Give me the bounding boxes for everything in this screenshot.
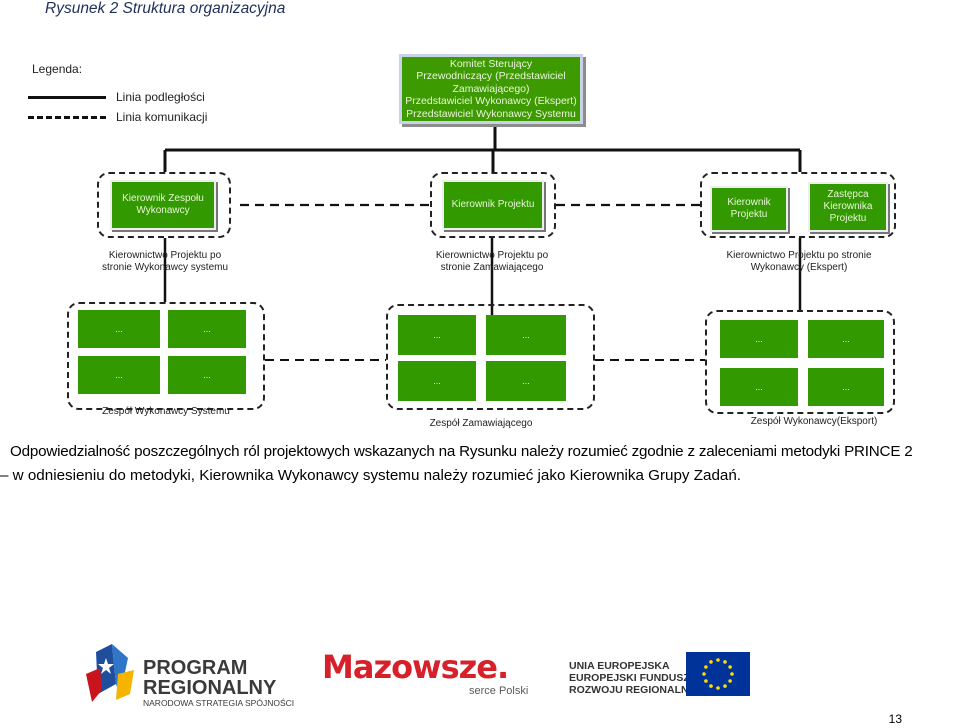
body-paragraph-line-1: Odpowiedzialność poszczególnych ról proj… (10, 443, 913, 460)
team-center-cell: ... (486, 315, 566, 355)
legend-dashed-label: Linia komunikacji (116, 110, 208, 124)
committee-line-3: Zamawiającego) (452, 82, 530, 95)
legend-solid-line (28, 96, 106, 99)
frame-left-team (67, 302, 265, 410)
eu-logo-line-2: EUROPEJSKI FUNDUSZ (569, 672, 690, 684)
figure-title: Rysunek 2 Struktura organizacyjna (45, 0, 286, 17)
eu-star-icon (723, 684, 727, 688)
eu-star-icon (709, 660, 713, 664)
eu-logo-line-3: ROZWOJU REGIONALNEGO (569, 684, 712, 696)
caption-left-team: Zespół Wykonawcy Systemu (102, 406, 230, 417)
committee-line-2: Przewodniczący (Przedstawiciel (416, 70, 566, 83)
committee-line-1: Komitet Sterujący (449, 57, 533, 70)
legend-heading: Legenda: (32, 62, 83, 76)
eu-star-icon (716, 658, 720, 662)
eu-star-icon (730, 672, 734, 676)
frame-right-management (700, 172, 896, 238)
team-right-cell: ... (720, 368, 798, 406)
eu-star-icon (716, 686, 720, 690)
team-center-cell: ... (486, 361, 566, 401)
program-logo-line-2: REGIONALNY (143, 677, 277, 699)
team-right-cell: ... (720, 320, 798, 358)
frame-right-team (705, 310, 895, 414)
team-left-cell: ... (78, 310, 160, 348)
team-center-cell: ... (398, 315, 476, 355)
steering-committee-box: Komitet Sterujący Przewodniczący (Przeds… (399, 54, 583, 124)
caption-left-management: Kierownictwo Projektu po stronie Wykonaw… (101, 250, 229, 273)
team-center-cell: ... (398, 361, 476, 401)
mazowsze-logo-name: Mazowsze. (322, 648, 509, 686)
mazowsze-logo-tagline: serce Polski (469, 685, 529, 697)
frame-left-management (97, 172, 231, 238)
manager-right-a-box: Kierownik Projektu (710, 186, 788, 232)
committee-line-5: Przedstawiciel Wykonawcy Systemu (406, 107, 576, 120)
caption-right-team: Zespół Wykonawcy(Eksport) (750, 416, 878, 427)
caption-right-management: Kierownictwo Projektu po stronie Wykonaw… (726, 250, 872, 273)
page-number: 13 (888, 712, 902, 726)
eu-star-icon (704, 679, 708, 683)
team-right-cell: ... (808, 368, 884, 406)
legend-dashed-line (28, 116, 106, 119)
program-logo-line-3: NARODOWA STRATEGIA SPÓJNOŚCI (143, 698, 295, 708)
team-left-cell: ... (168, 356, 246, 394)
eu-star-icon (723, 660, 727, 664)
eu-logo-line-1: UNIA EUROPEJSKA (569, 660, 670, 672)
program-regionalny-logo-mark (86, 644, 134, 702)
caption-center-management: Kierownictwo Projektu po stronie Zamawia… (435, 250, 549, 273)
eu-star-icon (704, 665, 708, 669)
org-connectors (163, 122, 802, 361)
eu-flag-icon (686, 652, 750, 696)
frame-center-management (430, 172, 556, 238)
manager-right-b-box: Zastępca Kierownika Projektu (808, 182, 888, 232)
body-paragraph-line-2: – w odniesieniu do metodyki, Kierownika … (0, 467, 742, 484)
eu-star-icon (702, 672, 706, 676)
eu-star-icon (709, 684, 713, 688)
manager-left-box: Kierownik Zespołu Wykonawcy (110, 180, 216, 230)
team-left-cell: ... (78, 356, 160, 394)
frame-center-team (386, 304, 595, 410)
committee-line-4: Przedstawiciel Wykonawcy (Ekspert) (405, 95, 577, 108)
eu-star-icon (728, 665, 732, 669)
team-left-cell: ... (168, 310, 246, 348)
legend-solid-label: Linia podległości (116, 90, 205, 104)
caption-center-team: Zespół Zamawiającego (429, 418, 533, 429)
team-right-cell: ... (808, 320, 884, 358)
eu-star-icon (728, 679, 732, 683)
manager-center-box: Kierownik Projektu (442, 180, 544, 230)
program-logo-line-1: PROGRAM (143, 657, 248, 679)
